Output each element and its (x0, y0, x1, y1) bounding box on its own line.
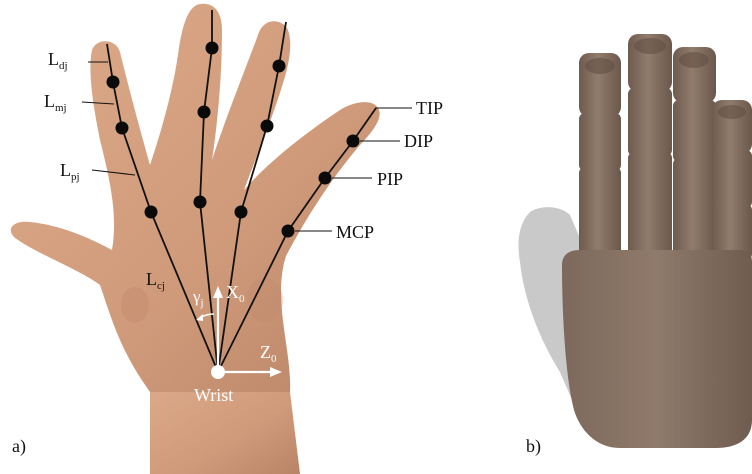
model-index-finger (579, 53, 621, 259)
middle-dip-joint (206, 42, 219, 55)
palm-shading (121, 287, 149, 323)
ring-mcp-joint (235, 206, 248, 219)
pip-label: PIP (377, 169, 403, 189)
middle-segment-label: Lmj (44, 91, 67, 114)
middle-mcp-joint (194, 196, 207, 209)
tip-label: TIP (416, 98, 443, 118)
index-pip-joint (116, 122, 129, 135)
little-mcp-joint (282, 225, 295, 238)
index-mcp-joint (145, 206, 158, 219)
distal-segment-label: Ldj (48, 49, 68, 72)
index-dip-joint (107, 76, 120, 89)
model-little-finger (712, 100, 752, 260)
little-pip-joint (319, 172, 332, 185)
dip-label: DIP (404, 131, 433, 151)
panel-a-label: a) (12, 436, 26, 457)
model-palm (562, 250, 752, 448)
wrist-joint (211, 365, 225, 379)
model-middle-finger (628, 34, 672, 258)
panel-b-label: b) (526, 436, 541, 457)
hand-model-render: b) (518, 34, 752, 457)
mcp-label: MCP (336, 222, 374, 242)
model-ring-finger (673, 47, 716, 258)
hand-photo-illustration: Ldj Lmj Lpj Lcj TIP DIP PIP MCP γj X0 Z0… (11, 4, 443, 474)
ring-pip-joint (261, 120, 274, 133)
ring-dip-joint (273, 60, 286, 73)
proximal-segment-label: Lpj (60, 160, 80, 183)
wrist-label: Wrist (194, 385, 233, 405)
little-dip-joint (347, 135, 360, 148)
middle-pip-joint (198, 106, 211, 119)
palm-shading (247, 278, 283, 322)
